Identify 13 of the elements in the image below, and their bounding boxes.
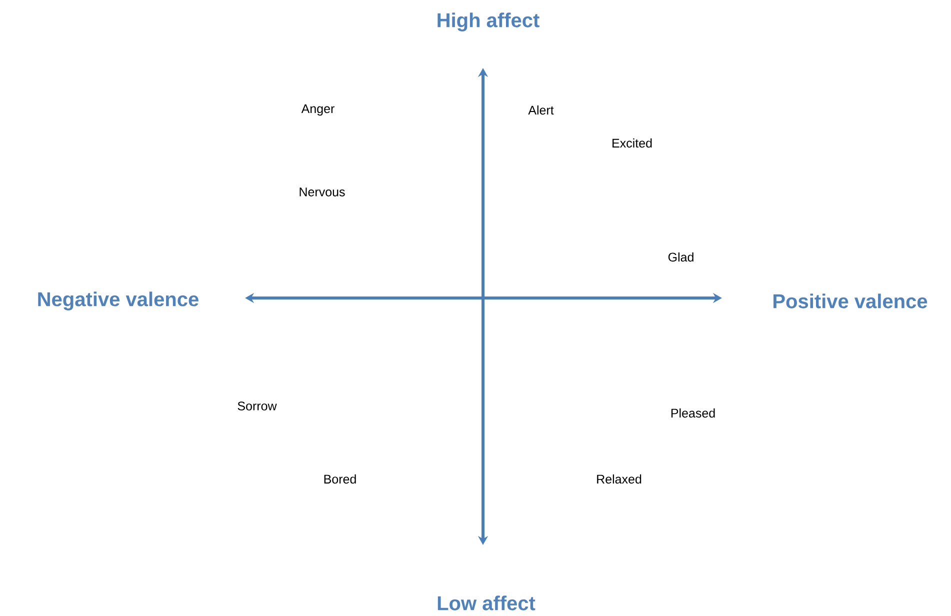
emotion-label: Sorrow [238,402,277,410]
emotion-label: Anger [301,104,334,116]
emotion-label: Bored [324,474,356,484]
emotion-label: Pleased [671,408,715,418]
axis-label: High affect [438,12,540,32]
emotion-label: Alert [528,105,554,115]
emotion-label: Nervous [300,188,345,196]
emotion-label: Glad [668,252,694,262]
emotion-label: Excited [612,138,652,148]
axis-label: Negative valence [38,292,198,310]
axis-label: Positive valence [774,294,928,308]
emotion-label: Relaxed [597,474,642,484]
axis-label: Low affect [438,596,536,610]
